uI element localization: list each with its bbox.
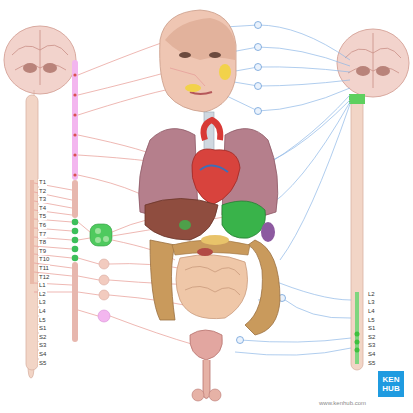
brain-left: [4, 26, 76, 94]
segment-label: L3: [367, 299, 376, 306]
segment-label: T10: [38, 256, 50, 263]
brand-logo: KEN HUB: [378, 371, 404, 397]
segment-label: S4: [38, 351, 47, 358]
liver: [145, 199, 218, 241]
head: [160, 10, 236, 112]
segment-label: S3: [38, 342, 47, 349]
segment-label: T5: [38, 213, 47, 220]
segment-label: S1: [367, 325, 376, 332]
segment-label: L3: [38, 299, 47, 306]
heart: [192, 149, 240, 205]
segment-label: T6: [38, 222, 47, 229]
segment-label: S2: [367, 334, 376, 341]
segment-label: T4: [38, 205, 47, 212]
segment-label: S3: [367, 342, 376, 349]
segment-label: L4: [38, 308, 47, 315]
segment-label: T9: [38, 248, 47, 255]
segment-label: T12: [38, 274, 50, 281]
stomach: [222, 201, 265, 238]
segment-label: T7: [38, 231, 47, 238]
segment-label: S5: [367, 360, 376, 367]
segment-label: S1: [38, 325, 47, 332]
segment-label: T1: [38, 179, 47, 186]
segment-label: L1: [38, 282, 47, 289]
segment-label: S5: [38, 360, 47, 367]
segment-label: L4: [367, 308, 376, 315]
spinal-cord-right: [351, 98, 363, 370]
brainstem-nuclei: [349, 94, 365, 104]
segment-label: L2: [367, 291, 376, 298]
segment-label: L5: [38, 317, 47, 324]
watermark-url: www.kenhub.com: [318, 400, 367, 407]
sympathetic-chain: [72, 60, 78, 180]
celiac-ganglion: [90, 224, 112, 246]
small-intestine: [176, 255, 248, 319]
segment-label: L2: [38, 291, 47, 298]
segment-label: T3: [38, 196, 47, 203]
segment-label: T2: [38, 188, 47, 195]
segment-label: S4: [367, 351, 376, 358]
bladder: [190, 330, 223, 360]
brain-right: [337, 29, 409, 97]
segment-label: T8: [38, 239, 47, 246]
segment-label: T11: [38, 265, 50, 272]
colon: [150, 240, 175, 320]
segment-label: L5: [367, 317, 376, 324]
segment-label: S2: [38, 334, 47, 341]
